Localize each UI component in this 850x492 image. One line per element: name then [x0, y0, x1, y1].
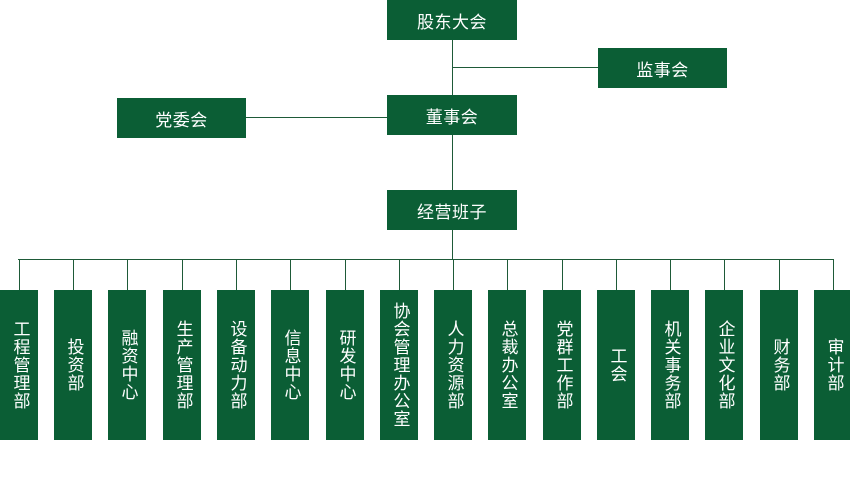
- department-box: 工会: [597, 290, 635, 440]
- department-box: 人力资源部: [434, 290, 472, 440]
- department-drop-line: [616, 259, 617, 290]
- department-label: 企业文化部: [714, 320, 735, 410]
- department-drop-line: [290, 259, 291, 290]
- department-drop-line: [236, 259, 237, 290]
- department-drop-line: [453, 259, 454, 290]
- department-box: 党群工作部: [543, 290, 581, 440]
- department-box: 总裁办公室: [488, 290, 526, 440]
- department-label: 生产管理部: [172, 320, 193, 410]
- department-box: 设备动力部: [217, 290, 255, 440]
- department-label: 融资中心: [117, 329, 138, 401]
- department-box: 财务部: [760, 290, 798, 440]
- shareholders-meeting-box: 股东大会: [387, 0, 517, 40]
- department-label: 研发中心: [335, 329, 356, 401]
- department-label: 工会: [606, 347, 627, 383]
- management-team-box: 经营班子: [387, 190, 517, 230]
- connector-party-committee: [246, 117, 388, 118]
- department-box: 融资中心: [108, 290, 146, 440]
- department-drop-line: [73, 259, 74, 290]
- department-box: 工程管理部: [0, 290, 38, 440]
- department-label: 总裁办公室: [497, 320, 518, 410]
- department-label: 审计部: [823, 338, 844, 392]
- department-label: 设备动力部: [226, 320, 247, 410]
- department-drop-line: [724, 259, 725, 290]
- department-drop-line: [19, 259, 20, 290]
- department-box: 信息中心: [271, 290, 309, 440]
- department-bus-line: [18, 259, 834, 260]
- department-box: 生产管理部: [163, 290, 201, 440]
- department-drop-line: [399, 259, 400, 290]
- department-label: 协会管理办公室: [389, 302, 410, 428]
- department-drop-line: [507, 259, 508, 290]
- department-drop-line: [670, 259, 671, 290]
- department-box: 审计部: [814, 290, 850, 440]
- department-drop-line: [779, 259, 780, 290]
- department-box: 企业文化部: [705, 290, 743, 440]
- connector-supervisory: [452, 67, 598, 68]
- department-drop-line: [127, 259, 128, 290]
- department-label: 党群工作部: [552, 320, 573, 410]
- department-label: 信息中心: [280, 329, 301, 401]
- department-label: 人力资源部: [443, 320, 464, 410]
- department-label: 机关事务部: [660, 320, 681, 410]
- department-drop-line: [562, 259, 563, 290]
- party-committee-box: 党委会: [117, 98, 246, 138]
- department-label: 工程管理部: [9, 320, 30, 410]
- department-box: 研发中心: [326, 290, 364, 440]
- connector-board-management: [452, 134, 453, 190]
- department-drop-line: [345, 259, 346, 290]
- connector-management-bus: [452, 229, 453, 260]
- department-box: 机关事务部: [651, 290, 689, 440]
- department-box: 投资部: [54, 290, 92, 440]
- supervisory-board-box: 监事会: [598, 48, 727, 88]
- board-of-directors-box: 董事会: [387, 95, 517, 135]
- department-label: 投资部: [63, 338, 84, 392]
- department-drop-line: [833, 259, 834, 290]
- department-box: 协会管理办公室: [380, 290, 418, 440]
- department-label: 财务部: [769, 338, 790, 392]
- department-drop-line: [182, 259, 183, 290]
